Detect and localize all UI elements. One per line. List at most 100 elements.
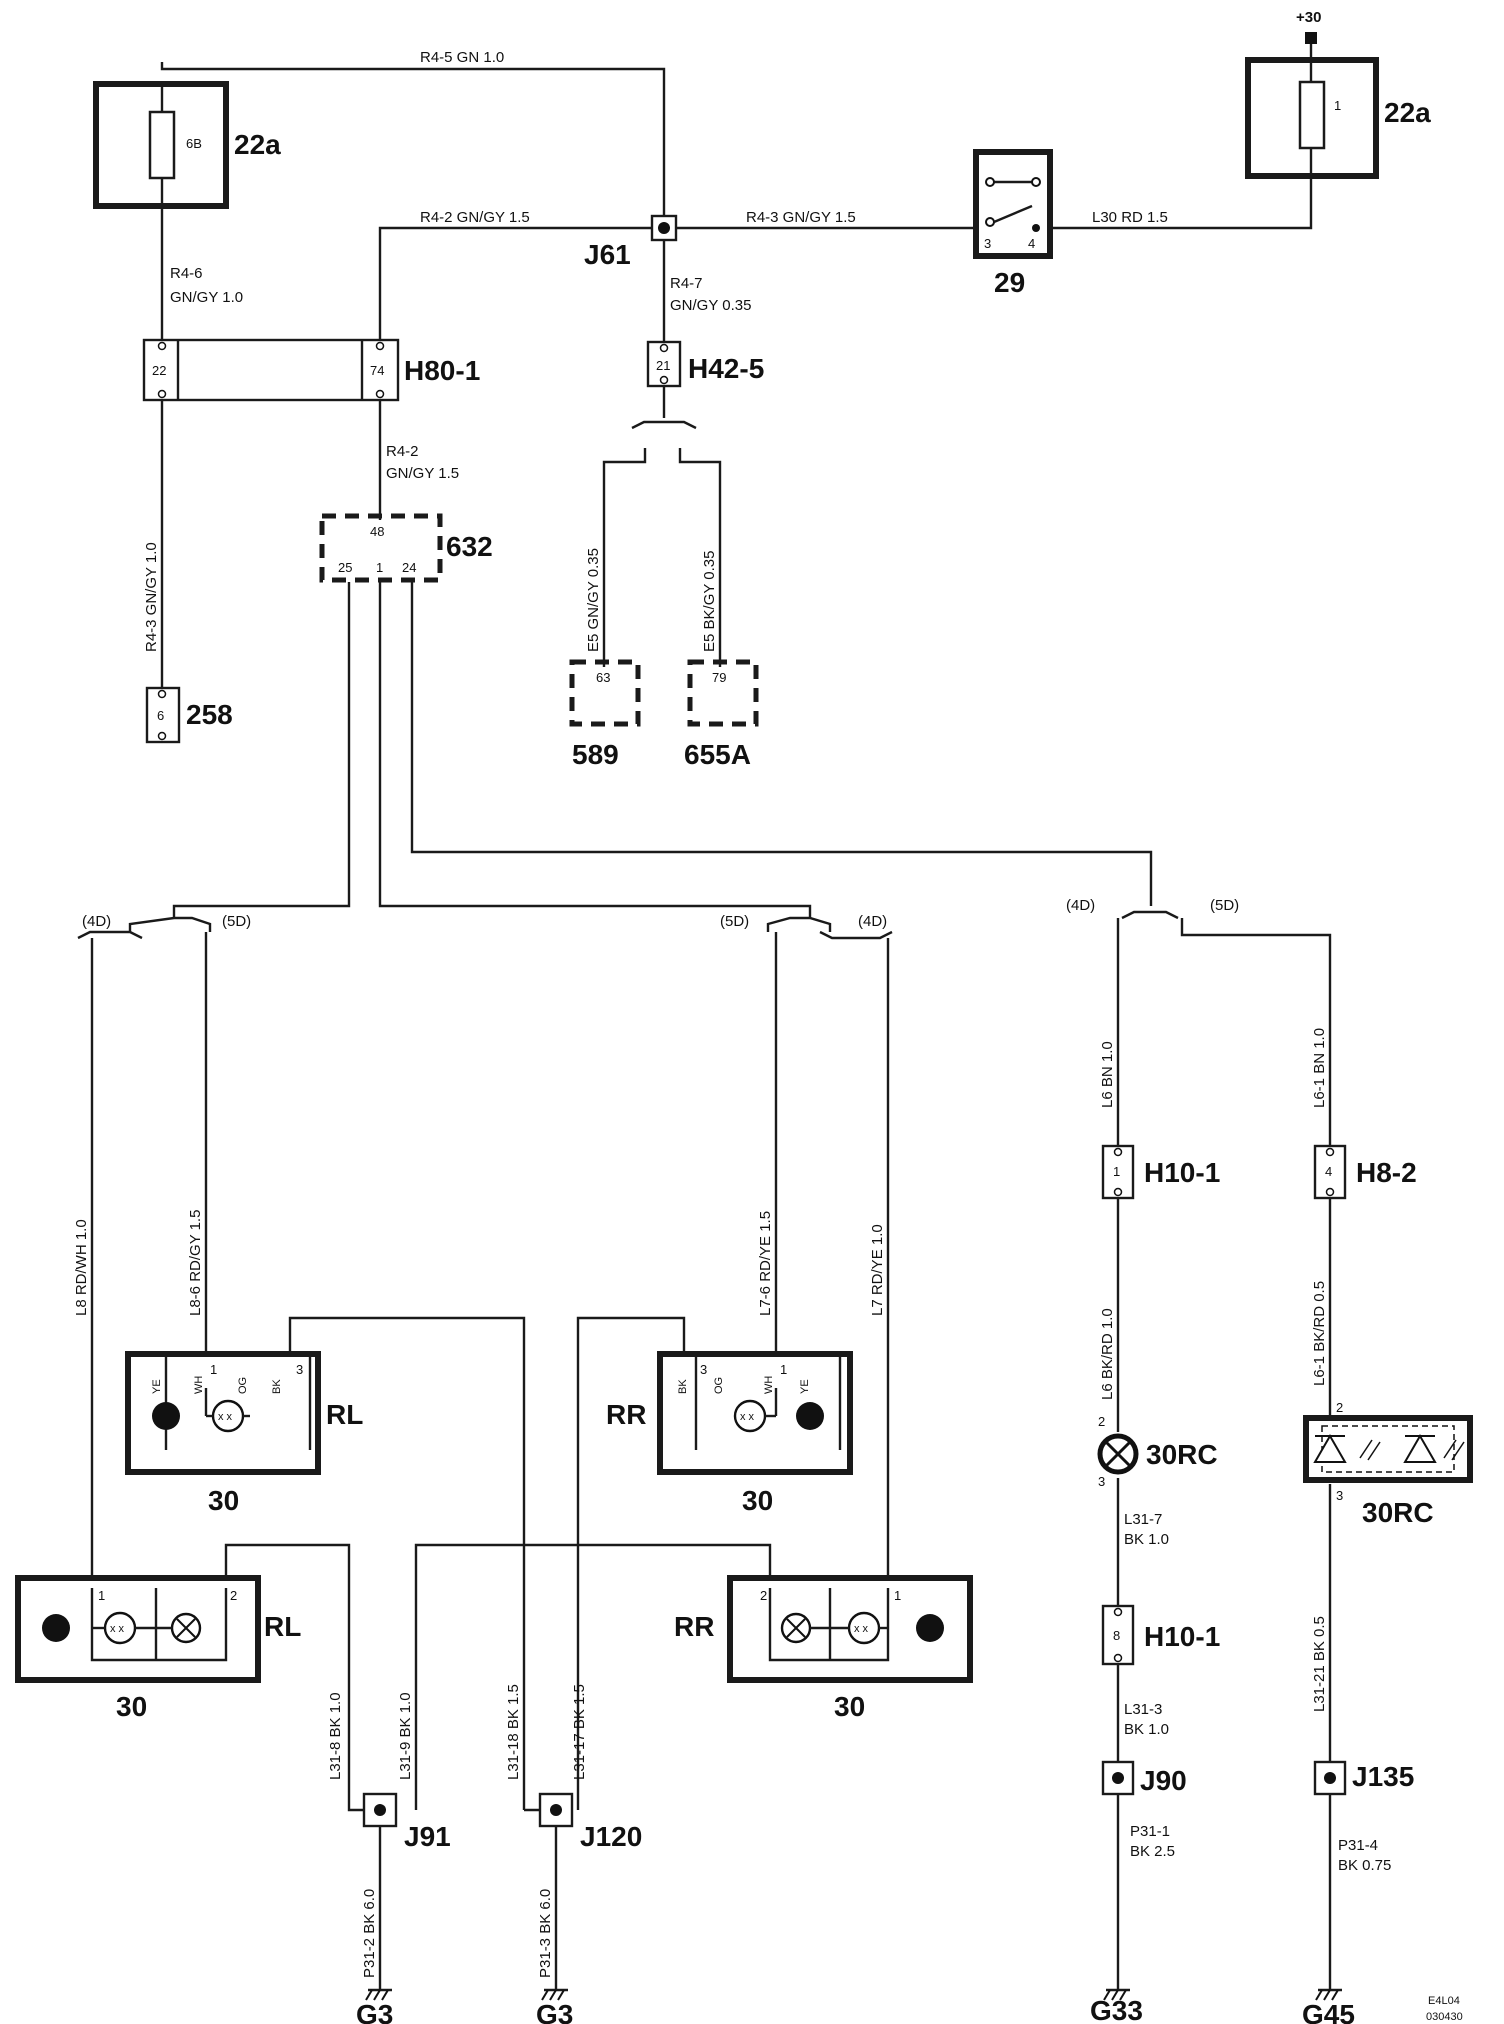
- wire-label: P31-1: [1130, 1823, 1170, 1840]
- component-pin: 63: [596, 670, 610, 685]
- component-ref-label: 655A: [684, 739, 751, 770]
- component-655a: 79 655A: [684, 659, 759, 770]
- variant-label: (5D): [720, 913, 749, 930]
- wire-label: L31-9 BK 1.0: [397, 1692, 414, 1780]
- led-icon: [1313, 1433, 1347, 1463]
- svg-text:3: 3: [1336, 1488, 1343, 1503]
- connector-pin: 6: [157, 708, 164, 723]
- connector-h10-1-top: 1 H10-1: [1101, 1144, 1220, 1200]
- svg-text:1: 1: [780, 1362, 787, 1377]
- connector-pin: 21: [656, 358, 670, 373]
- ground-label: G3: [536, 1999, 573, 2024]
- module-pin: 48: [370, 524, 384, 539]
- footer-code: E4L04 030430: [1426, 1995, 1463, 2023]
- component-589: 63 589: [569, 659, 641, 770]
- svg-text:WH: WH: [193, 1376, 205, 1394]
- svg-text:1: 1: [98, 1588, 105, 1603]
- splice-label: J120: [580, 1821, 642, 1852]
- wire-label: L6-1 BN 1.0: [1311, 1028, 1328, 1108]
- wire-label: L7 RD/YE 1.0: [869, 1224, 886, 1316]
- wire-l31-8: [224, 1543, 378, 1812]
- svg-text:2: 2: [1098, 1414, 1105, 1429]
- svg-text:YE: YE: [151, 1379, 163, 1394]
- switch-pin-3: 3: [984, 236, 991, 251]
- connector-ref-label: H80-1: [404, 355, 480, 386]
- splice-j61: J61: [584, 214, 678, 270]
- wire-label: E5 GN/GY 0.35: [585, 548, 602, 652]
- connector-pin: 74: [370, 363, 384, 378]
- splice-label: J61: [584, 239, 631, 270]
- wire-label: L31-21 BK 0.5: [1311, 1616, 1328, 1712]
- splice-j135: J135: [1313, 1760, 1414, 1796]
- wire-rr-4d: [819, 930, 893, 940]
- diagram-code: E4L04: [1428, 1995, 1460, 2007]
- svg-text:x x: x x: [854, 1623, 869, 1635]
- ground-label: G45: [1302, 1999, 1355, 2024]
- svg-text:OG: OG: [237, 1377, 249, 1394]
- wire-label: L31-17 BK 1.5: [571, 1684, 588, 1780]
- lamp-side-label: RR: [674, 1611, 714, 1642]
- svg-text:x x: x x: [740, 1411, 755, 1423]
- fuse-pin-label: 6B: [186, 136, 202, 151]
- wire-label: E5 BK/GY 0.35: [701, 551, 718, 652]
- wire-label: R4-6: [170, 265, 203, 282]
- wire-632-pin24: [410, 582, 1153, 906]
- svg-text:OG: OG: [713, 1377, 725, 1394]
- wire-label: L31-8 BK 1.0: [327, 1692, 344, 1780]
- wire-label: BK 2.5: [1130, 1843, 1175, 1860]
- variant-label: (4D): [82, 913, 111, 930]
- wire-e5-gngy: [602, 448, 647, 667]
- component-pin: 79: [712, 670, 726, 685]
- wire-r4-5: [160, 62, 666, 226]
- module-632: 48 25 1 24 632: [319, 513, 493, 583]
- ground-g3-left: G3: [356, 1988, 393, 2024]
- svg-text:BK: BK: [271, 1379, 283, 1394]
- svg-text:1: 1: [210, 1362, 217, 1377]
- wire-label: R4-5 GN 1.0: [420, 49, 504, 66]
- fuse-ref-label: 22a: [234, 129, 281, 160]
- variant-label: (4D): [1066, 897, 1095, 914]
- splice-j91: J91: [362, 1792, 451, 1852]
- switch-29: 3 4 29: [973, 149, 1053, 298]
- lamp-unit-rr-upper: x x BK OG WH YE 3 1 RR 30: [606, 1351, 853, 1516]
- connector-ref-label: H42-5: [688, 353, 764, 384]
- connector-ref-label: H10-1: [1144, 1621, 1220, 1652]
- svg-text:3: 3: [296, 1362, 303, 1377]
- lamp-side-label: RR: [606, 1399, 646, 1430]
- wire-l6-1-top: [1180, 918, 1332, 1146]
- svg-text:BK: BK: [677, 1379, 689, 1394]
- ground-label: G33: [1090, 1995, 1143, 2024]
- svg-text:x x: x x: [218, 1411, 233, 1423]
- wire-label: BK 0.75: [1338, 1857, 1391, 1874]
- wire-labels: R4-5 GN 1.0 R4-2 GN/GY 1.5 R4-3 GN/GY 1.…: [73, 49, 1391, 1978]
- lamp-ref-label: 30: [208, 1485, 239, 1516]
- splice-j90: J90: [1101, 1760, 1187, 1796]
- bulb-icon: [796, 1402, 824, 1430]
- wire-label: L6 BK/RD 1.0: [1099, 1308, 1116, 1400]
- wire-label: GN/GY 1.5: [386, 465, 459, 482]
- wire-label: GN/GY 0.35: [670, 297, 751, 314]
- svg-text:3: 3: [1098, 1474, 1105, 1489]
- wire-rl-mid: [128, 916, 212, 932]
- svg-text:2: 2: [230, 1588, 237, 1603]
- wire-label: P31-2 BK 6.0: [361, 1889, 378, 1978]
- wire-l30: [1050, 176, 1313, 230]
- splice-label: J90: [1140, 1765, 1187, 1796]
- led-30rc: 2 3 30RC: [1303, 1400, 1473, 1528]
- lamp-ref-label: 30RC: [1362, 1497, 1434, 1528]
- diagram-date: 030430: [1426, 2011, 1463, 2023]
- lamp-unit-rl-lower: x x 1 2 RL 30: [15, 1575, 301, 1722]
- wire-label: L8-6 RD/GY 1.5: [187, 1210, 204, 1316]
- fuse-pin-label: 1: [1334, 98, 1341, 113]
- svg-text:1: 1: [1113, 1164, 1120, 1179]
- supply-terminal: [1305, 32, 1317, 44]
- wire-label: GN/GY 1.0: [170, 289, 243, 306]
- wire-rl-4d: [77, 930, 143, 940]
- wire-r4-2-top: [378, 226, 664, 340]
- wire-label: R4-2: [386, 443, 419, 460]
- component-ref-label: 258: [186, 699, 233, 730]
- ground-label: G3: [356, 1999, 393, 2024]
- splice-j120: J120: [538, 1792, 642, 1852]
- wire-label: L31-7: [1124, 1511, 1162, 1528]
